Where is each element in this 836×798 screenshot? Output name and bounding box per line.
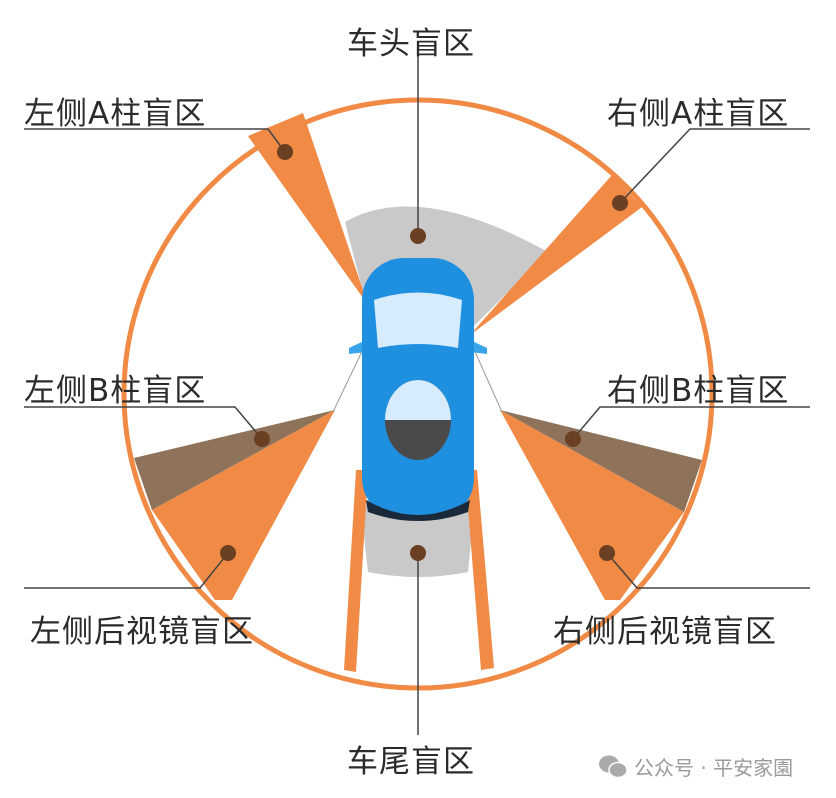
right-mirror-zone <box>500 410 684 600</box>
rear-right-strip <box>465 470 494 670</box>
left-a-pillar-zone <box>248 113 368 305</box>
watermark: 公众号 · 平安家園 <box>598 752 793 781</box>
rear-blind-zone <box>360 500 475 577</box>
left-mirror-zone <box>152 410 335 600</box>
label-left-mirror: 左侧后视镜盲区 <box>30 614 254 650</box>
label-rear: 车尾盲区 <box>347 744 475 780</box>
label-right-a: 右侧A柱盲区 <box>607 96 790 132</box>
label-left-a: 左侧A柱盲区 <box>24 96 207 132</box>
label-right-mirror: 右侧后视镜盲区 <box>553 614 777 650</box>
right-b-pillar-zone <box>500 410 702 512</box>
label-front: 车头盲区 <box>347 26 475 62</box>
wechat-icon <box>599 755 628 778</box>
label-left-b: 左侧B柱盲区 <box>24 373 207 409</box>
car <box>349 258 487 521</box>
label-right-b: 右侧B柱盲区 <box>607 373 790 409</box>
rear-left-strip <box>344 470 368 672</box>
watermark-text: 公众号 · 平安家園 <box>634 756 794 780</box>
left-b-pillar-zone <box>134 410 335 510</box>
right-a-pillar-zone <box>470 175 642 335</box>
